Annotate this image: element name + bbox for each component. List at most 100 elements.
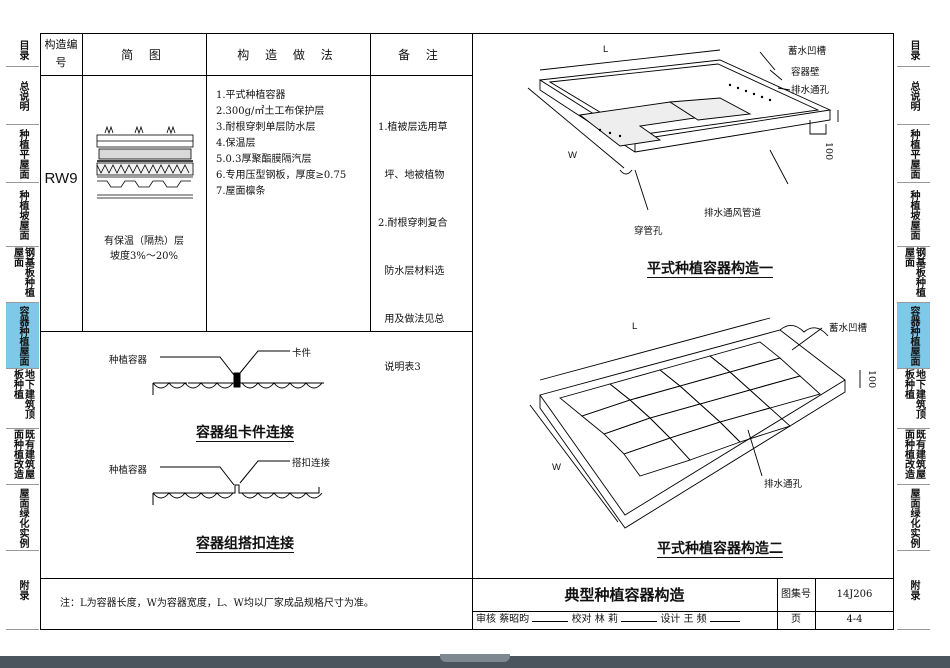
designer-signature [709,621,740,622]
layer-item: 6.专用压型钢板，厚度≥0.75 [216,170,347,181]
fig1-W-dim: W [568,150,577,161]
review-label: 审核 [476,614,496,625]
design-label: 设计 [660,614,681,625]
sidebar-item-label: 容器种植屋面 [17,305,28,366]
layer-item: 4.保温层 [216,138,256,149]
clip-label: 卡件 [292,348,312,359]
fig2-height-dim: 100 [866,370,877,389]
fig1-caption: 平式种植容器构造一 [647,261,773,277]
designer-name: 王 频 [683,614,707,625]
sidebar-item[interactable]: 种植坡屋面 [6,183,39,247]
sidebar-item[interactable]: 屋面绿化实例 [897,485,930,551]
viewer-bottom-bar [0,656,950,668]
fig1-groove-label: 蓄水凹槽 [788,46,827,57]
note-text: 注：L为容器长度，W为容器宽度，L、W均以厂家成品规格尺寸为准。 [60,598,374,609]
sketch-caption: 有保温（隔热）层 [104,236,184,247]
sidebar-item-label: 屋面绿化实例 [908,487,919,548]
sidebar-item-label: 钢基板种植屋面 [902,247,925,297]
fig1-pipe-label: 穿管孔 [634,226,663,237]
layer-list: 1.平式种植容器 2.300g/㎡土工布保护层 3.耐根穿刺单层防水层 4.保温… [216,88,368,200]
sidebar-item[interactable]: 钢基板种植屋面 [897,247,930,303]
fig1-height-dim: 100 [823,142,834,161]
sidebar-item[interactable]: 种植平屋面 [6,125,39,183]
layer-item: 7.屋面檩条 [216,186,266,197]
sidebar-item[interactable]: 既有建筑屋面种植改造 [6,429,39,485]
lap-connection-drawing [152,460,323,505]
fig2-L-dim: L [632,321,638,332]
slope-label: 坡度3%～20% [109,251,179,262]
page-label: 页 [791,614,801,625]
fig2-drain-label: 排水通孔 [764,479,803,490]
header-sketch: 简 图 [121,48,167,62]
checker-name: 林 莉 [594,614,618,625]
sidebar-item-label: 总说明 [908,80,919,111]
sidebar-item-label: 屋面绿化实例 [17,487,28,548]
fig2-W-dim: W [552,462,561,473]
sidebar-item-label: 钢基板种植屋面 [11,247,34,297]
sidebar-item[interactable]: 地下建筑顶板种植 [6,369,39,429]
construction-code: RW9 [44,170,78,187]
sidebar-item-label: 总说明 [17,80,28,111]
sidebar-item-label: 地下建筑顶板种植 [902,369,925,419]
header-method: 构 造 做 法 [237,48,339,62]
lap-label: 搭扣连接 [292,458,331,469]
layer-sketch [96,125,194,199]
fig1-duct-label: 排水通风管道 [704,208,762,219]
layer-item: 3.耐根穿刺单层防水层 [216,122,316,133]
sidebar-item[interactable]: 附录 [897,551,930,630]
note-item: 防水层材料选 [378,266,445,277]
sidebar-item[interactable]: 钢基板种植屋面 [6,247,39,303]
lap-caption: 容器组搭扣连接 [196,536,294,552]
sidebar-item-label: 地下建筑顶板种植 [11,369,34,419]
sidebar-item[interactable]: 容器种植屋面 [897,303,930,369]
note-item: 说明表3 [378,362,421,373]
fig1-drain-label: 排水通孔 [791,85,830,96]
sidebar-item-label: 既有建筑屋面种植改造 [11,429,34,479]
reviewer-signature [532,621,569,622]
sidebar-item-label: 种植平屋面 [17,128,28,179]
sidebar-item[interactable]: 总说明 [897,67,930,125]
sidebar-item[interactable]: 既有建筑屋面种植改造 [897,429,930,485]
fig2-caption: 平式种植容器构造二 [657,541,783,557]
lap-container-label: 种植容器 [109,465,148,476]
fig2-groove-label: 蓄水凹槽 [829,323,868,334]
header-note: 备 注 [398,48,444,62]
note-item: 坪、地被植物 [378,170,445,181]
sidebar-item[interactable]: 种植平屋面 [897,125,930,183]
sidebar-item[interactable]: 地下建筑顶板种植 [897,369,930,429]
sidebar-left: 目录总说明种植平屋面种植坡屋面钢基板种植屋面容器种植屋面地下建筑顶板种植既有建筑… [6,33,39,630]
page-scroll-handle[interactable] [440,654,510,662]
layer-item: 1.平式种植容器 [216,90,286,101]
sidebar-item[interactable]: 目录 [897,33,930,67]
header-code: 构造编号 [44,38,78,69]
layer-item: 2.300g/㎡土工布保护层 [216,106,325,117]
fig1-wall-label: 容器壁 [791,67,820,78]
sidebar-item[interactable]: 种植坡屋面 [897,183,930,247]
sidebar-item[interactable]: 屋面绿化实例 [6,485,39,551]
sidebar-item-label: 目录 [908,39,919,60]
sidebar-item-label: 种植平屋面 [908,128,919,179]
notes-list: 1.植被层选用草 坪、地被植物 2.耐根穿刺复合 防水层材料选 用及做法见总 说… [378,88,470,392]
clip-container-label: 种植容器 [109,355,148,366]
sidebar-item[interactable]: 容器种植屋面 [6,303,39,369]
sidebar-item-label: 附录 [17,580,28,600]
signature-row: 审核 蔡昭昀 校对 林 莉 设计 王 频 [476,612,776,628]
sidebar-item-label: 容器种植屋面 [908,305,919,366]
sidebar-item[interactable]: 目录 [6,33,39,67]
title-block-title: 典型种植容器构造 [564,586,685,604]
container-figure-1 [527,49,839,211]
sidebar-item[interactable]: 附录 [6,551,39,630]
note-item: 2.耐根穿刺复合 [378,218,448,229]
sidebar-item-label: 附录 [908,580,919,600]
container-figure-2 [529,317,861,529]
sidebar-right: 目录总说明种植平屋面种植坡屋面钢基板种植屋面容器种植屋面地下建筑顶板种植既有建筑… [897,33,930,630]
sidebar-item[interactable]: 总说明 [6,67,39,125]
layer-item: 5.0.3厚聚酯膜隔汽层 [216,154,312,165]
sidebar-item-label: 种植坡屋面 [908,189,919,240]
note-item: 用及做法见总 [378,314,445,325]
atlas-no: 14J206 [836,589,873,600]
check-label: 校对 [571,614,592,625]
reviewer-name: 蔡昭昀 [499,614,530,625]
checker-signature [621,621,658,622]
